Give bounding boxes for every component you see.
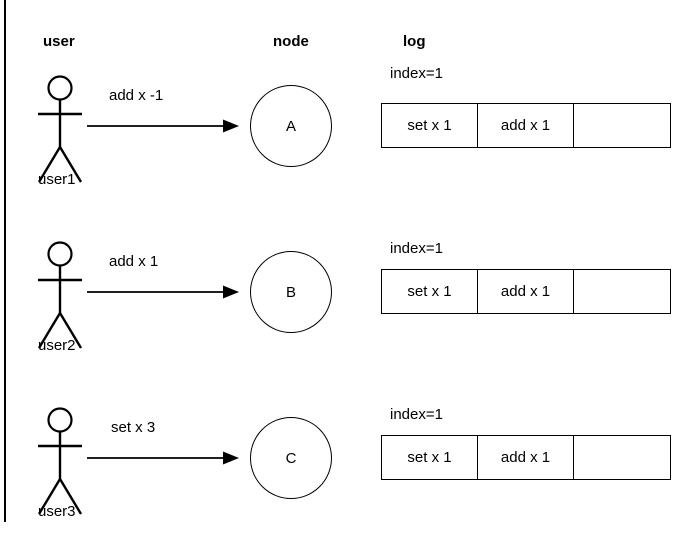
column-header-node: node xyxy=(273,33,309,50)
log-cell xyxy=(574,104,670,147)
actor-user2: user2 xyxy=(30,240,102,362)
log-cell: set x 1 xyxy=(382,270,478,313)
node-label: B xyxy=(285,283,296,301)
log-cell xyxy=(574,436,670,479)
log-table-row2: set x 1 add x 1 xyxy=(381,269,671,314)
log-table-row1: set x 1 add x 1 xyxy=(381,103,671,148)
log-index-row2: index=1 xyxy=(390,240,443,257)
flow-label-row3: set x 3 xyxy=(111,419,156,436)
node-label: C xyxy=(285,449,297,467)
stick-figure-icon xyxy=(37,407,83,515)
log-table-row3: set x 1 add x 1 xyxy=(381,435,671,480)
flow-label-row2: add x 1 xyxy=(109,253,159,270)
node-label: A xyxy=(285,117,296,135)
log-cell xyxy=(574,270,670,313)
log-index-row1: index=1 xyxy=(390,65,443,82)
frame-left-edge xyxy=(4,0,6,522)
node-circle-c: C xyxy=(250,417,332,499)
flow-arrow-row3 xyxy=(87,451,239,465)
log-cell: set x 1 xyxy=(382,436,478,479)
flow-arrow-row1 xyxy=(87,119,239,133)
actor-user1: user1 xyxy=(30,74,102,196)
log-cell: set x 1 xyxy=(382,104,478,147)
log-index-row3: index=1 xyxy=(390,406,443,423)
log-cell: add x 1 xyxy=(478,104,574,147)
actor-user3: user3 xyxy=(30,406,102,528)
log-cell: add x 1 xyxy=(478,436,574,479)
log-cell: add x 1 xyxy=(478,270,574,313)
column-header-log: log xyxy=(403,33,426,50)
flow-label-row1: add x -1 xyxy=(109,87,164,104)
column-header-user: user xyxy=(43,33,75,50)
flow-arrow-row2 xyxy=(87,285,239,299)
node-circle-b: B xyxy=(250,251,332,333)
stick-figure-icon xyxy=(37,75,83,183)
stick-figure-icon xyxy=(37,241,83,349)
actor-label: user1 xyxy=(38,171,76,188)
node-circle-a: A xyxy=(250,85,332,167)
actor-label: user2 xyxy=(38,337,76,354)
actor-label: user3 xyxy=(38,503,76,520)
